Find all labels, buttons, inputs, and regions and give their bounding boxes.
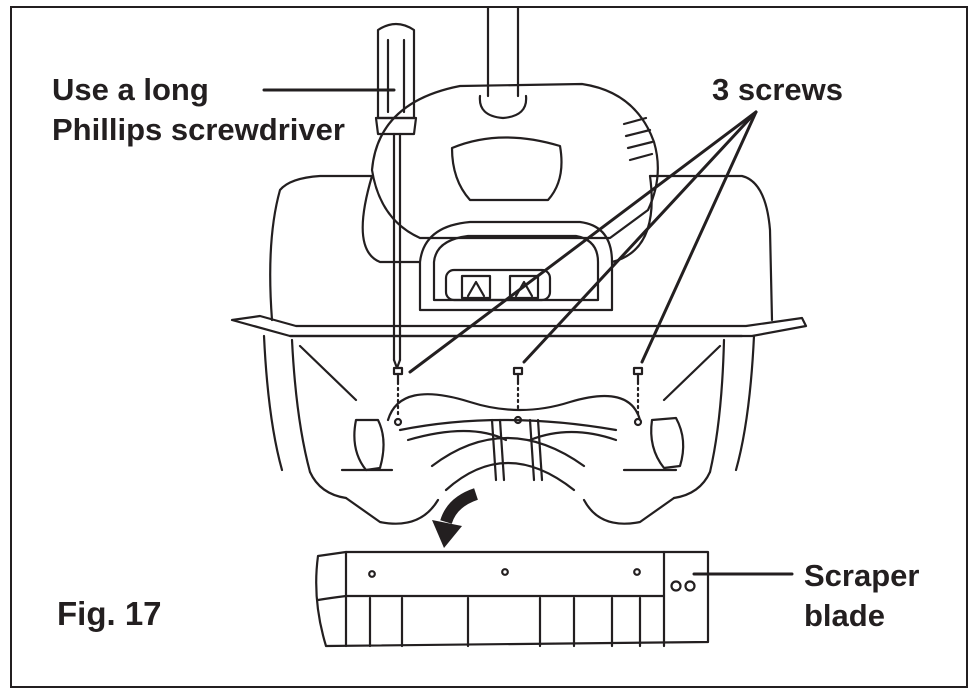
screwdriver-label: Use a long Phillips screwdriver [52, 70, 345, 150]
scraper-blade-label: Scraper blade [804, 556, 919, 636]
screwdriver-label-line1: Use a long [52, 72, 209, 107]
auger-housing [262, 334, 756, 525]
removal-arrow [432, 488, 479, 548]
scraper-label-line1: Scraper [804, 558, 920, 593]
handle-tube [478, 6, 528, 120]
screw-callout-line-center [522, 110, 758, 364]
figure-caption: Fig. 17 [57, 595, 162, 632]
screw-callout-line-left [408, 110, 758, 374]
housing-rim [230, 314, 808, 338]
figure-frame [10, 6, 968, 688]
phillips-screwdriver [374, 22, 418, 370]
scraper-blade [315, 550, 710, 648]
screws [392, 366, 644, 427]
scraper-label-line2: blade [804, 598, 885, 633]
screw-left [392, 366, 404, 427]
screws-label: 3 screws [712, 72, 843, 107]
screw-callout-line-right [640, 110, 758, 364]
screwdriver-label-line2: Phillips screwdriver [52, 112, 345, 147]
screw-center [512, 366, 524, 425]
callout-lines [262, 88, 794, 576]
control-box [418, 220, 614, 312]
screw-right [632, 366, 644, 427]
motor-housing [370, 82, 659, 240]
